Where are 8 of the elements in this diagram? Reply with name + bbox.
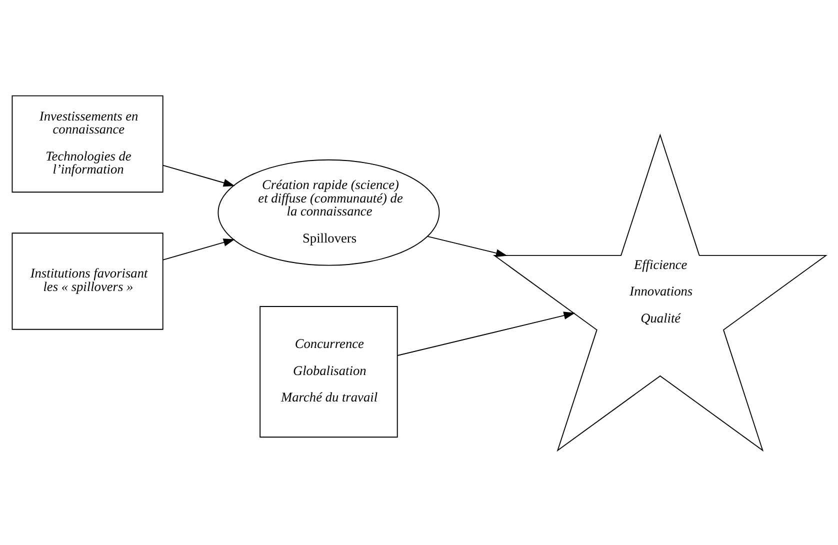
arrow	[162, 164, 235, 186]
node-box: Institutions favorisant les « spillovers »	[12, 232, 164, 330]
arrow	[397, 311, 576, 356]
node-box: Investissements en connaissance Technologies de l’information	[12, 94, 164, 192]
arrow	[427, 235, 508, 256]
node-box: Concurrence Globalisation Marché du travail	[260, 306, 398, 438]
arrow	[162, 238, 235, 260]
node-ellipse: Création rapide (science) et diffuse (communauté) de la connaissance Spillovers	[218, 158, 440, 266]
